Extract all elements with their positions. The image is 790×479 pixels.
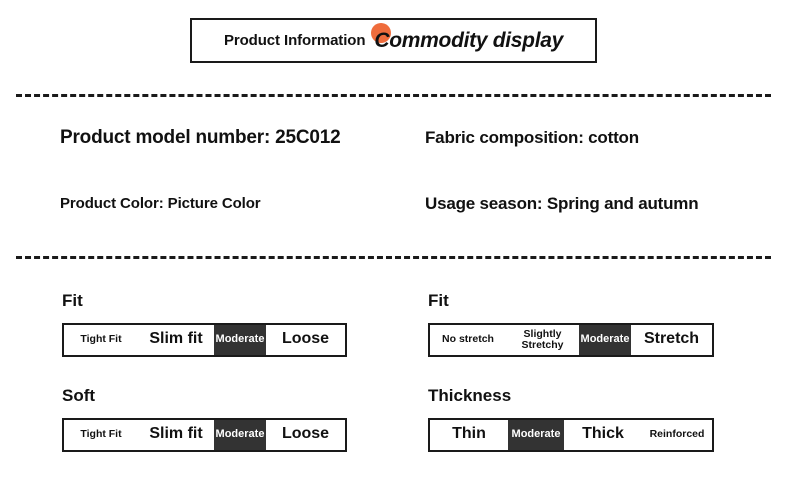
scale-segment-reinforced[interactable]: Reinforced	[649, 428, 705, 441]
orange-circle-accent-icon	[370, 22, 391, 43]
divider-top	[16, 94, 771, 97]
spec-product-model-number: Product model number: 25C012	[60, 127, 341, 148]
scale-segment-thick[interactable]: Thick	[582, 425, 624, 443]
rating-group-fit: Fit Tight Fit Slim fit Moderate Loose	[62, 291, 347, 357]
rating-group-soft: Soft Tight Fit Slim fit Moderate Loose	[62, 386, 347, 452]
scale-segment-moderate[interactable]: Moderate	[214, 324, 266, 355]
spec-usage-season: Usage season: Spring and autumn	[425, 194, 699, 213]
scale-segment-no-stretch[interactable]: No stretch	[442, 333, 494, 346]
header-label: Product Information	[223, 32, 366, 49]
scale-segment-slim-fit[interactable]: Slim fit	[149, 330, 203, 348]
rating-group-stretch: Fit No stretch Slightly Stretchy Moderat…	[428, 291, 714, 357]
scale-segment-tight-fit[interactable]: Tight Fit	[80, 428, 122, 441]
product-information-header: Product Information Commodity display	[190, 18, 597, 63]
scale-segment-stretch[interactable]: Stretch	[643, 330, 700, 348]
scale-segment-loose[interactable]: Loose	[281, 330, 330, 348]
scale-segment-tight-fit[interactable]: Tight Fit	[80, 333, 122, 346]
header-inner: Product Information Commodity display	[223, 22, 564, 53]
scale-segment-moderate[interactable]: Moderate	[508, 419, 564, 450]
scale-segment-loose[interactable]: Loose	[281, 425, 330, 443]
scale-segment-slim-fit[interactable]: Slim fit	[149, 425, 203, 443]
scale-segment-moderate[interactable]: Moderate	[579, 324, 631, 355]
group-heading-stretch: Fit	[428, 291, 449, 310]
spec-fabric-composition: Fabric composition: cotton	[425, 128, 639, 147]
header-accent-title: Commodity display	[374, 28, 564, 52]
rating-group-thickness: Thickness Thin Moderate Thick Reinforced	[428, 386, 714, 452]
rating-scale-fit[interactable]: Tight Fit Slim fit Moderate Loose	[62, 322, 347, 357]
rating-scale-thickness[interactable]: Thin Moderate Thick Reinforced	[428, 417, 714, 452]
rating-scale-soft[interactable]: Tight Fit Slim fit Moderate Loose	[62, 417, 347, 452]
group-heading-fit: Fit	[62, 291, 83, 310]
scale-segment-moderate[interactable]: Moderate	[214, 419, 266, 450]
scale-segment-slightly-stretchy[interactable]: Slightly Stretchy	[521, 327, 564, 351]
spec-product-color: Product Color: Picture Color	[60, 195, 261, 212]
scale-segment-thin[interactable]: Thin	[452, 425, 486, 443]
group-heading-soft: Soft	[62, 386, 96, 405]
rating-scale-stretch[interactable]: No stretch Slightly Stretchy Moderate St…	[428, 322, 714, 357]
divider-bottom	[16, 256, 771, 259]
group-heading-thickness: Thickness	[428, 386, 512, 405]
